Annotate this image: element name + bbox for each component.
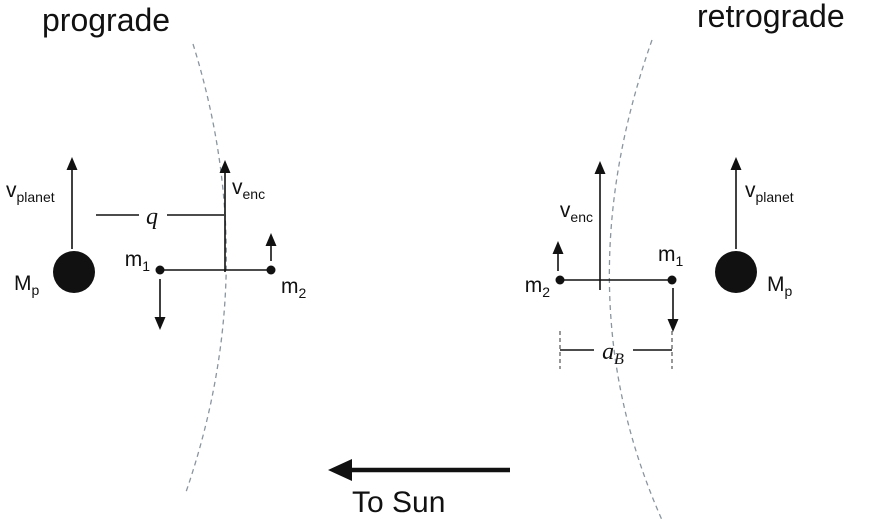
prograde-q-label: q xyxy=(146,204,158,230)
to-sun-indicator: To Sun xyxy=(328,459,510,519)
retrograde-planet-dot xyxy=(715,251,757,293)
prograde-vplanet-arrowhead xyxy=(66,157,78,170)
retrograde-venc-label: venc xyxy=(560,199,593,225)
retrograde-vplanet-label: vplanet xyxy=(745,179,794,205)
retrograde-m1-arrowhead xyxy=(667,319,679,332)
prograde-m1-arrowhead xyxy=(154,317,166,330)
prograde-orbit-arc-line xyxy=(185,43,227,493)
retrograde-venc-arrowhead xyxy=(594,161,606,174)
prograde-planet-mass-label: Mp xyxy=(14,272,40,298)
to-sun-arrowhead xyxy=(328,459,352,481)
retrograde-m1-label: m1 xyxy=(658,243,684,269)
prograde-venc-arrowhead xyxy=(219,160,231,173)
prograde-m2-dot xyxy=(266,265,276,275)
prograde-title: prograde xyxy=(42,2,170,38)
prograde-planet-dot xyxy=(53,251,95,293)
retrograde-planet-mass-label: Mp xyxy=(767,273,793,299)
retrograde-m2-dot xyxy=(555,275,565,285)
retrograde-aB-label: aB xyxy=(602,339,624,368)
prograde-vplanet-label: vplanet xyxy=(6,179,55,205)
prograde-m2-arrowhead xyxy=(265,233,277,246)
retrograde-m1-dot xyxy=(667,275,677,285)
retrograde-title: retrograde xyxy=(697,0,845,34)
retrograde-orbit-arc-line xyxy=(608,39,663,521)
retrograde-m2-arrowhead xyxy=(552,241,564,254)
prograde-m1-label: m1 xyxy=(125,248,151,274)
retrograde-panel: retrograde venc m2 m1 Mp xyxy=(525,0,845,521)
retrograde-m2-label: m2 xyxy=(525,274,551,300)
prograde-m1-dot xyxy=(155,265,165,275)
retrograde-vplanet-arrowhead xyxy=(730,157,742,170)
prograde-venc-label: venc xyxy=(232,176,265,202)
to-sun-label: To Sun xyxy=(352,486,445,519)
prograde-m2-label: m2 xyxy=(281,275,307,301)
prograde-panel: prograde Mp vplanet q venc m1 m2 xyxy=(6,2,307,493)
